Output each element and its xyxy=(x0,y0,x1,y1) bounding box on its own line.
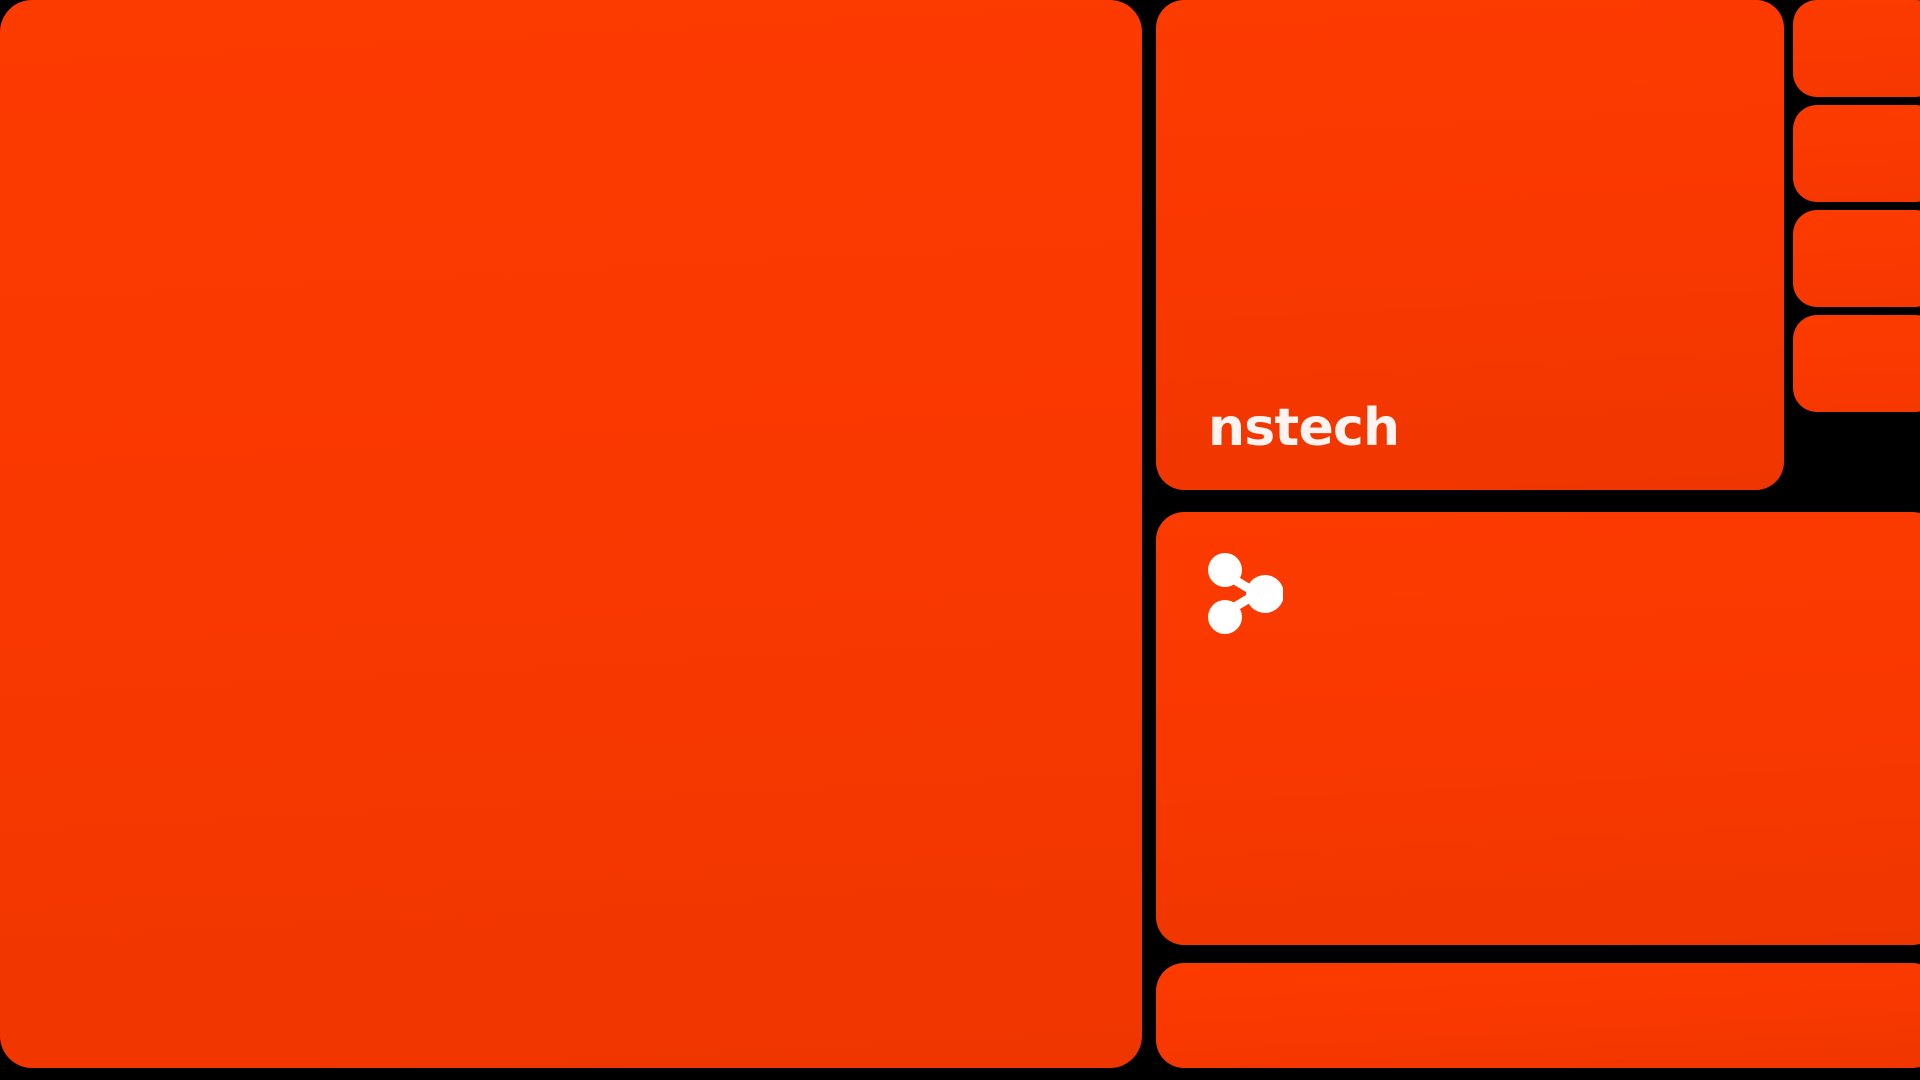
nstech-wordmark: nstech xyxy=(1208,398,1400,458)
icon-panel[interactable] xyxy=(1156,512,1920,945)
side-tile-4[interactable] xyxy=(1793,315,1920,412)
side-tile-1[interactable] xyxy=(1793,0,1920,97)
hero-panel[interactable] xyxy=(0,0,1142,1068)
strip-panel[interactable] xyxy=(1156,963,1920,1068)
side-tile-2[interactable] xyxy=(1793,105,1920,202)
side-tile-3[interactable] xyxy=(1793,210,1920,307)
share-network-icon xyxy=(1203,552,1283,634)
brand-panel[interactable] xyxy=(1156,0,1784,490)
